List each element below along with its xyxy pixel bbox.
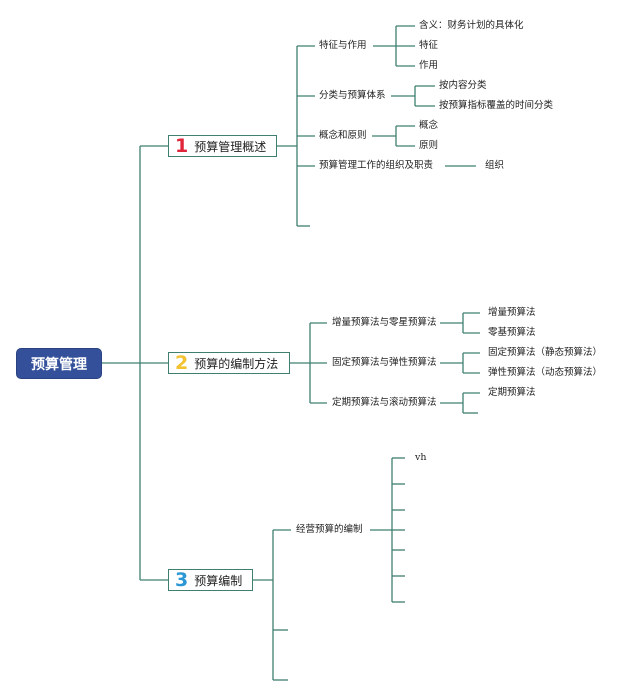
- b1-leaf-org: 组织: [485, 160, 505, 171]
- b2-leaf-fixed: 固定预算法（静态预算法）: [488, 347, 603, 358]
- b1-leaf-feature: 特征: [419, 40, 439, 51]
- b1-item-classification: 分类与预算体系: [319, 90, 386, 101]
- b2-leaf-zero-base: 零基预算法: [488, 327, 536, 338]
- b3-item-operating-budget: 经营预算的编制: [296, 524, 363, 535]
- b1-item-concept-principle: 概念和原则: [319, 130, 367, 141]
- b1-item-organization: 预算管理工作的组织及职责: [319, 160, 434, 171]
- branch-1-label: 预算管理概述: [194, 139, 267, 154]
- b1-leaf-meaning: 含义：财务计划的具体化: [419, 20, 524, 31]
- branch-3-label: 预算编制: [194, 573, 243, 588]
- b2-leaf-incremental: 增量预算法: [488, 307, 536, 318]
- branch-2-number: 2: [175, 351, 189, 374]
- b2-item-incremental-zero: 增量预算法与零星预算法: [332, 317, 437, 328]
- branch-1-number: 1: [175, 134, 189, 157]
- b1-leaf-principle: 原则: [419, 140, 439, 151]
- root-label: 预算管理: [31, 356, 87, 373]
- branch-3-box: 3 预算编制: [168, 569, 253, 591]
- b1-item-feature-role: 特征与作用: [319, 40, 367, 51]
- b1-leaf-role: 作用: [419, 60, 439, 71]
- b2-item-periodic-rolling: 定期预算法与滚动预算法: [332, 397, 437, 408]
- branch-3-number: 3: [175, 568, 189, 591]
- b1-leaf-by-content: 按内容分类: [439, 80, 487, 91]
- b2-leaf-periodic: 定期预算法: [488, 387, 536, 398]
- b2-item-fixed-flexible: 固定预算法与弹性预算法: [332, 357, 437, 368]
- branch-2-box: 2 预算的编制方法: [168, 352, 290, 374]
- root-node: 预算管理: [17, 349, 101, 378]
- branch-1-box: 1 预算管理概述: [168, 135, 277, 157]
- b3-leaf-vh: vh: [415, 452, 427, 463]
- branch-2-label: 预算的编制方法: [194, 356, 279, 371]
- b2-leaf-flexible: 弹性预算法（动态预算法）: [488, 367, 603, 378]
- b1-leaf-concept: 概念: [419, 120, 439, 131]
- b1-leaf-by-time: 按预算指标覆盖的时间分类: [439, 100, 554, 111]
